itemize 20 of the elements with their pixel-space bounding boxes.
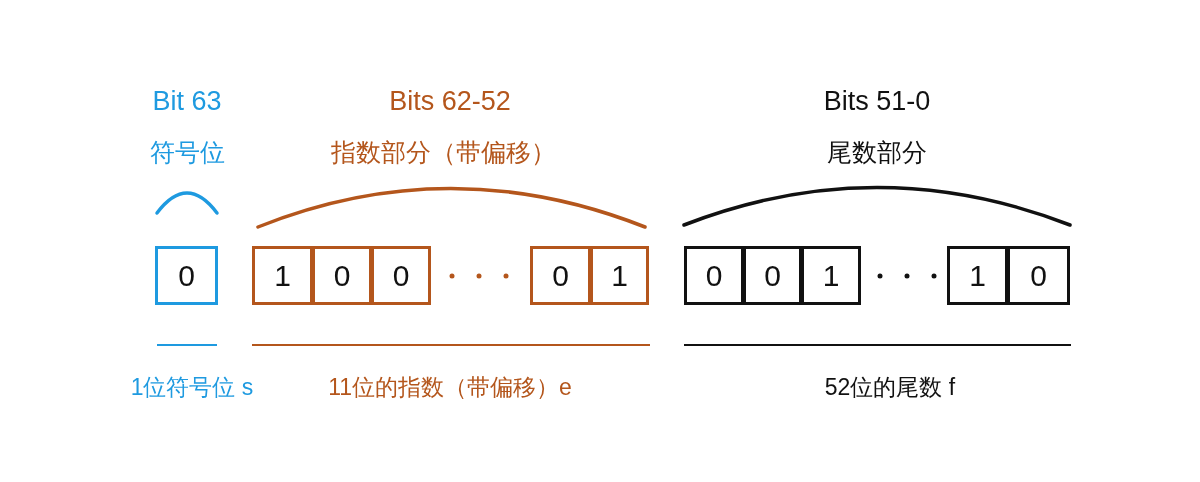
bit-cell: 0 (155, 246, 218, 305)
bit-cell: 1 (590, 246, 649, 305)
bit-cell: 0 (1007, 246, 1070, 305)
bit-cell: 1 (801, 246, 861, 305)
field-description: 1位符号位 s (130, 376, 254, 399)
field-description: 11位的指数（带偏移）e (328, 376, 572, 399)
field-name: 指数部分（带偏移） (330, 140, 556, 165)
bit-range-heading: Bits 51-0 (823, 88, 931, 115)
bit-cell: 1 (252, 246, 313, 305)
field-name: 符号位 (149, 140, 225, 165)
bit-cell: 0 (530, 246, 591, 305)
bit-cell: 1 (947, 246, 1008, 305)
bit-range-heading: Bits 62-52 (389, 88, 511, 115)
field-name: 尾数部分 (827, 140, 927, 165)
bit-cell: 0 (743, 246, 802, 305)
bit-range-heading: Bit 63 (152, 88, 222, 115)
bit-cell: 0 (371, 246, 431, 305)
bit-cell: 0 (684, 246, 744, 305)
field-description: 52位的尾数 f (824, 376, 956, 399)
bit-cell: 0 (312, 246, 372, 305)
